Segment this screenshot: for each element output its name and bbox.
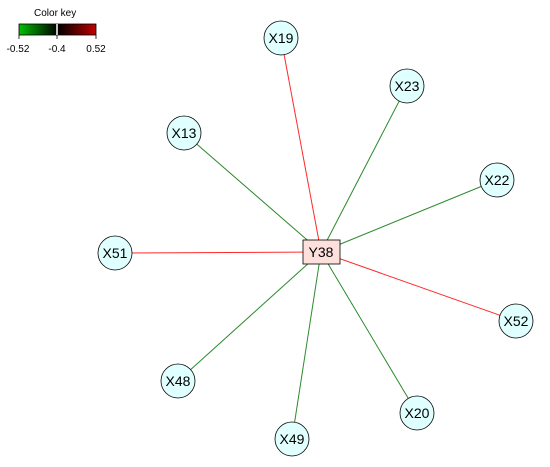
node-x19[interactable]: X19	[263, 20, 299, 56]
edge-y38-x19	[280, 37, 322, 253]
node-x13[interactable]: X13	[166, 115, 202, 151]
node-x49-label: X49	[280, 431, 305, 447]
center-node-y38[interactable]: Y38	[302, 239, 341, 265]
node-x52-label: X52	[504, 313, 529, 329]
node-x48-label: X48	[166, 373, 191, 389]
center-node-label: Y38	[309, 244, 334, 260]
edges	[114, 37, 517, 440]
node-x22-label: X22	[485, 172, 510, 188]
color-key: Color key -0.52 -0.4 0.52	[7, 8, 107, 55]
edge-y38-x23	[320, 85, 408, 253]
edge-y38-x52	[320, 251, 517, 322]
node-x13-label: X13	[172, 125, 197, 141]
edge-y38-x49	[291, 251, 322, 440]
edge-y38-x51	[114, 251, 322, 254]
node-x19-label: X19	[269, 30, 294, 46]
node-x51[interactable]: X51	[97, 235, 133, 271]
color-key-tick-mid: -0.4	[48, 44, 66, 55]
node-x52[interactable]: X52	[498, 303, 534, 339]
color-key-tick-min: -0.52	[7, 44, 30, 55]
node-x51-label: X51	[103, 245, 128, 261]
node-x20[interactable]: X20	[399, 395, 435, 431]
node-x22[interactable]: X22	[479, 162, 515, 198]
node-x20-label: X20	[405, 405, 430, 421]
color-key-title: Color key	[34, 8, 76, 19]
edge-y38-x13	[183, 132, 322, 253]
node-x23[interactable]: X23	[389, 68, 425, 104]
color-key-tick-max: 0.52	[86, 44, 106, 55]
node-x48[interactable]: X48	[160, 363, 196, 399]
edge-y38-x48	[177, 251, 322, 382]
edge-y38-x20	[320, 251, 418, 414]
node-x23-label: X23	[395, 78, 420, 94]
node-x49[interactable]: X49	[274, 421, 310, 457]
edge-y38-x22	[320, 179, 498, 253]
neighbor-nodes: X19 X23 X13 X22 X51 X52 X48 X20	[97, 20, 534, 457]
